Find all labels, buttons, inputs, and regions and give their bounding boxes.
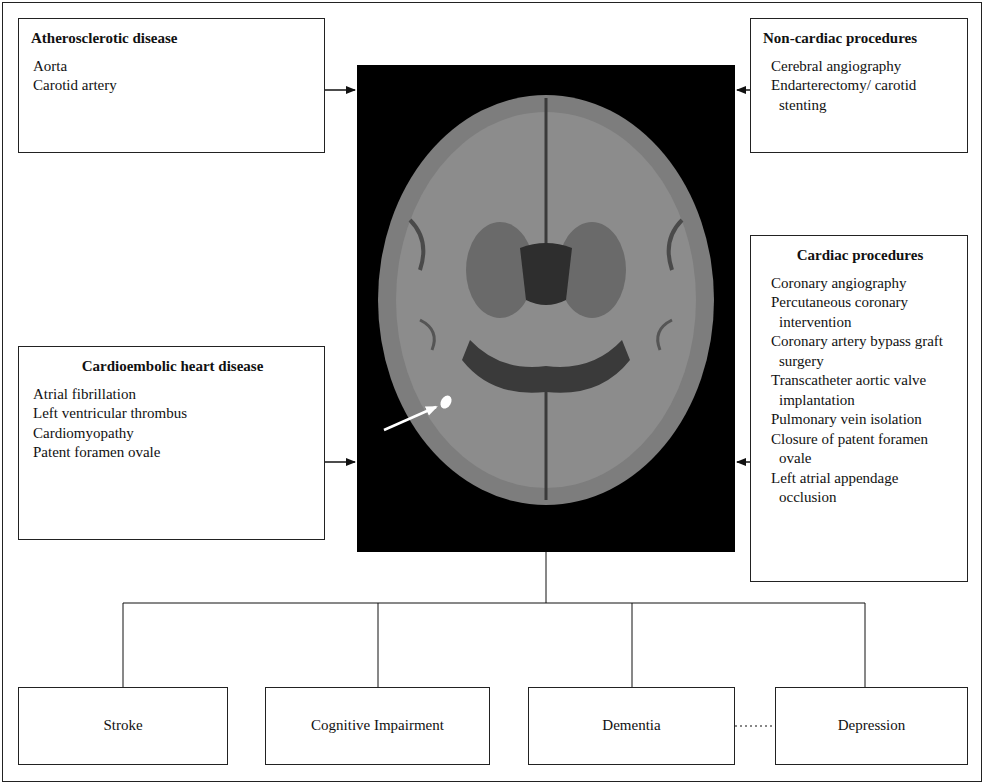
category-box: Cardiac proceduresCoronary angiographyPe… [750, 235, 968, 582]
outcome-box: Dementia [528, 687, 735, 765]
box-text: Closure of patent foramen ovale [771, 430, 957, 469]
box-text: Cardiomyopathy [31, 424, 314, 444]
category-box: Cardioembolic heart diseaseAtrial fibril… [18, 346, 325, 540]
box-text: Cerebral angiography [771, 57, 957, 77]
box-text: Coronary angiography [771, 274, 957, 294]
box-text: Percutaneous coronary intervention [771, 293, 957, 332]
category-box: Non-cardiac proceduresCerebral angiograp… [750, 18, 968, 153]
box-text: Patent foramen ovale [31, 443, 314, 463]
dotted-connector [735, 725, 775, 726]
box-heading: Atherosclerotic disease [31, 29, 314, 49]
box-text: Carotid artery [31, 76, 314, 96]
box-text: Transcatheter aortic valve implantation [771, 371, 957, 410]
box-text: Aorta [31, 57, 314, 77]
box-text: Depression [838, 716, 906, 736]
text-holder: Depression [838, 716, 906, 736]
box-heading: Non-cardiac procedures [763, 29, 957, 49]
mri-image [357, 65, 735, 552]
box-text: Atrial fibrillation [31, 385, 314, 405]
box-text: Dementia [602, 716, 660, 736]
box-text: Left ventricular thrombus [31, 404, 314, 424]
box-text: Pulmonary vein isolation [771, 410, 957, 430]
box-text: Endarterectomy/ carotid stenting [771, 76, 957, 115]
box-text: Stroke [103, 716, 142, 736]
box-text: Coronary artery bypass graft surgery [771, 332, 957, 371]
box-heading: Cardiac procedures [763, 246, 957, 266]
box-text: Left atrial appendage occlusion [771, 469, 957, 508]
text-holder: Stroke [103, 716, 142, 736]
text-holder: Cognitive Impairment [311, 716, 444, 736]
text-holder: Dementia [602, 716, 660, 736]
box-text: Cognitive Impairment [311, 716, 444, 736]
outcome-box: Depression [775, 687, 968, 765]
category-box: Atherosclerotic diseaseAortaCarotid arte… [18, 18, 325, 153]
box-heading: Cardioembolic heart disease [31, 357, 314, 377]
outcome-box: Cognitive Impairment [265, 687, 490, 765]
outcome-box: Stroke [18, 687, 228, 765]
